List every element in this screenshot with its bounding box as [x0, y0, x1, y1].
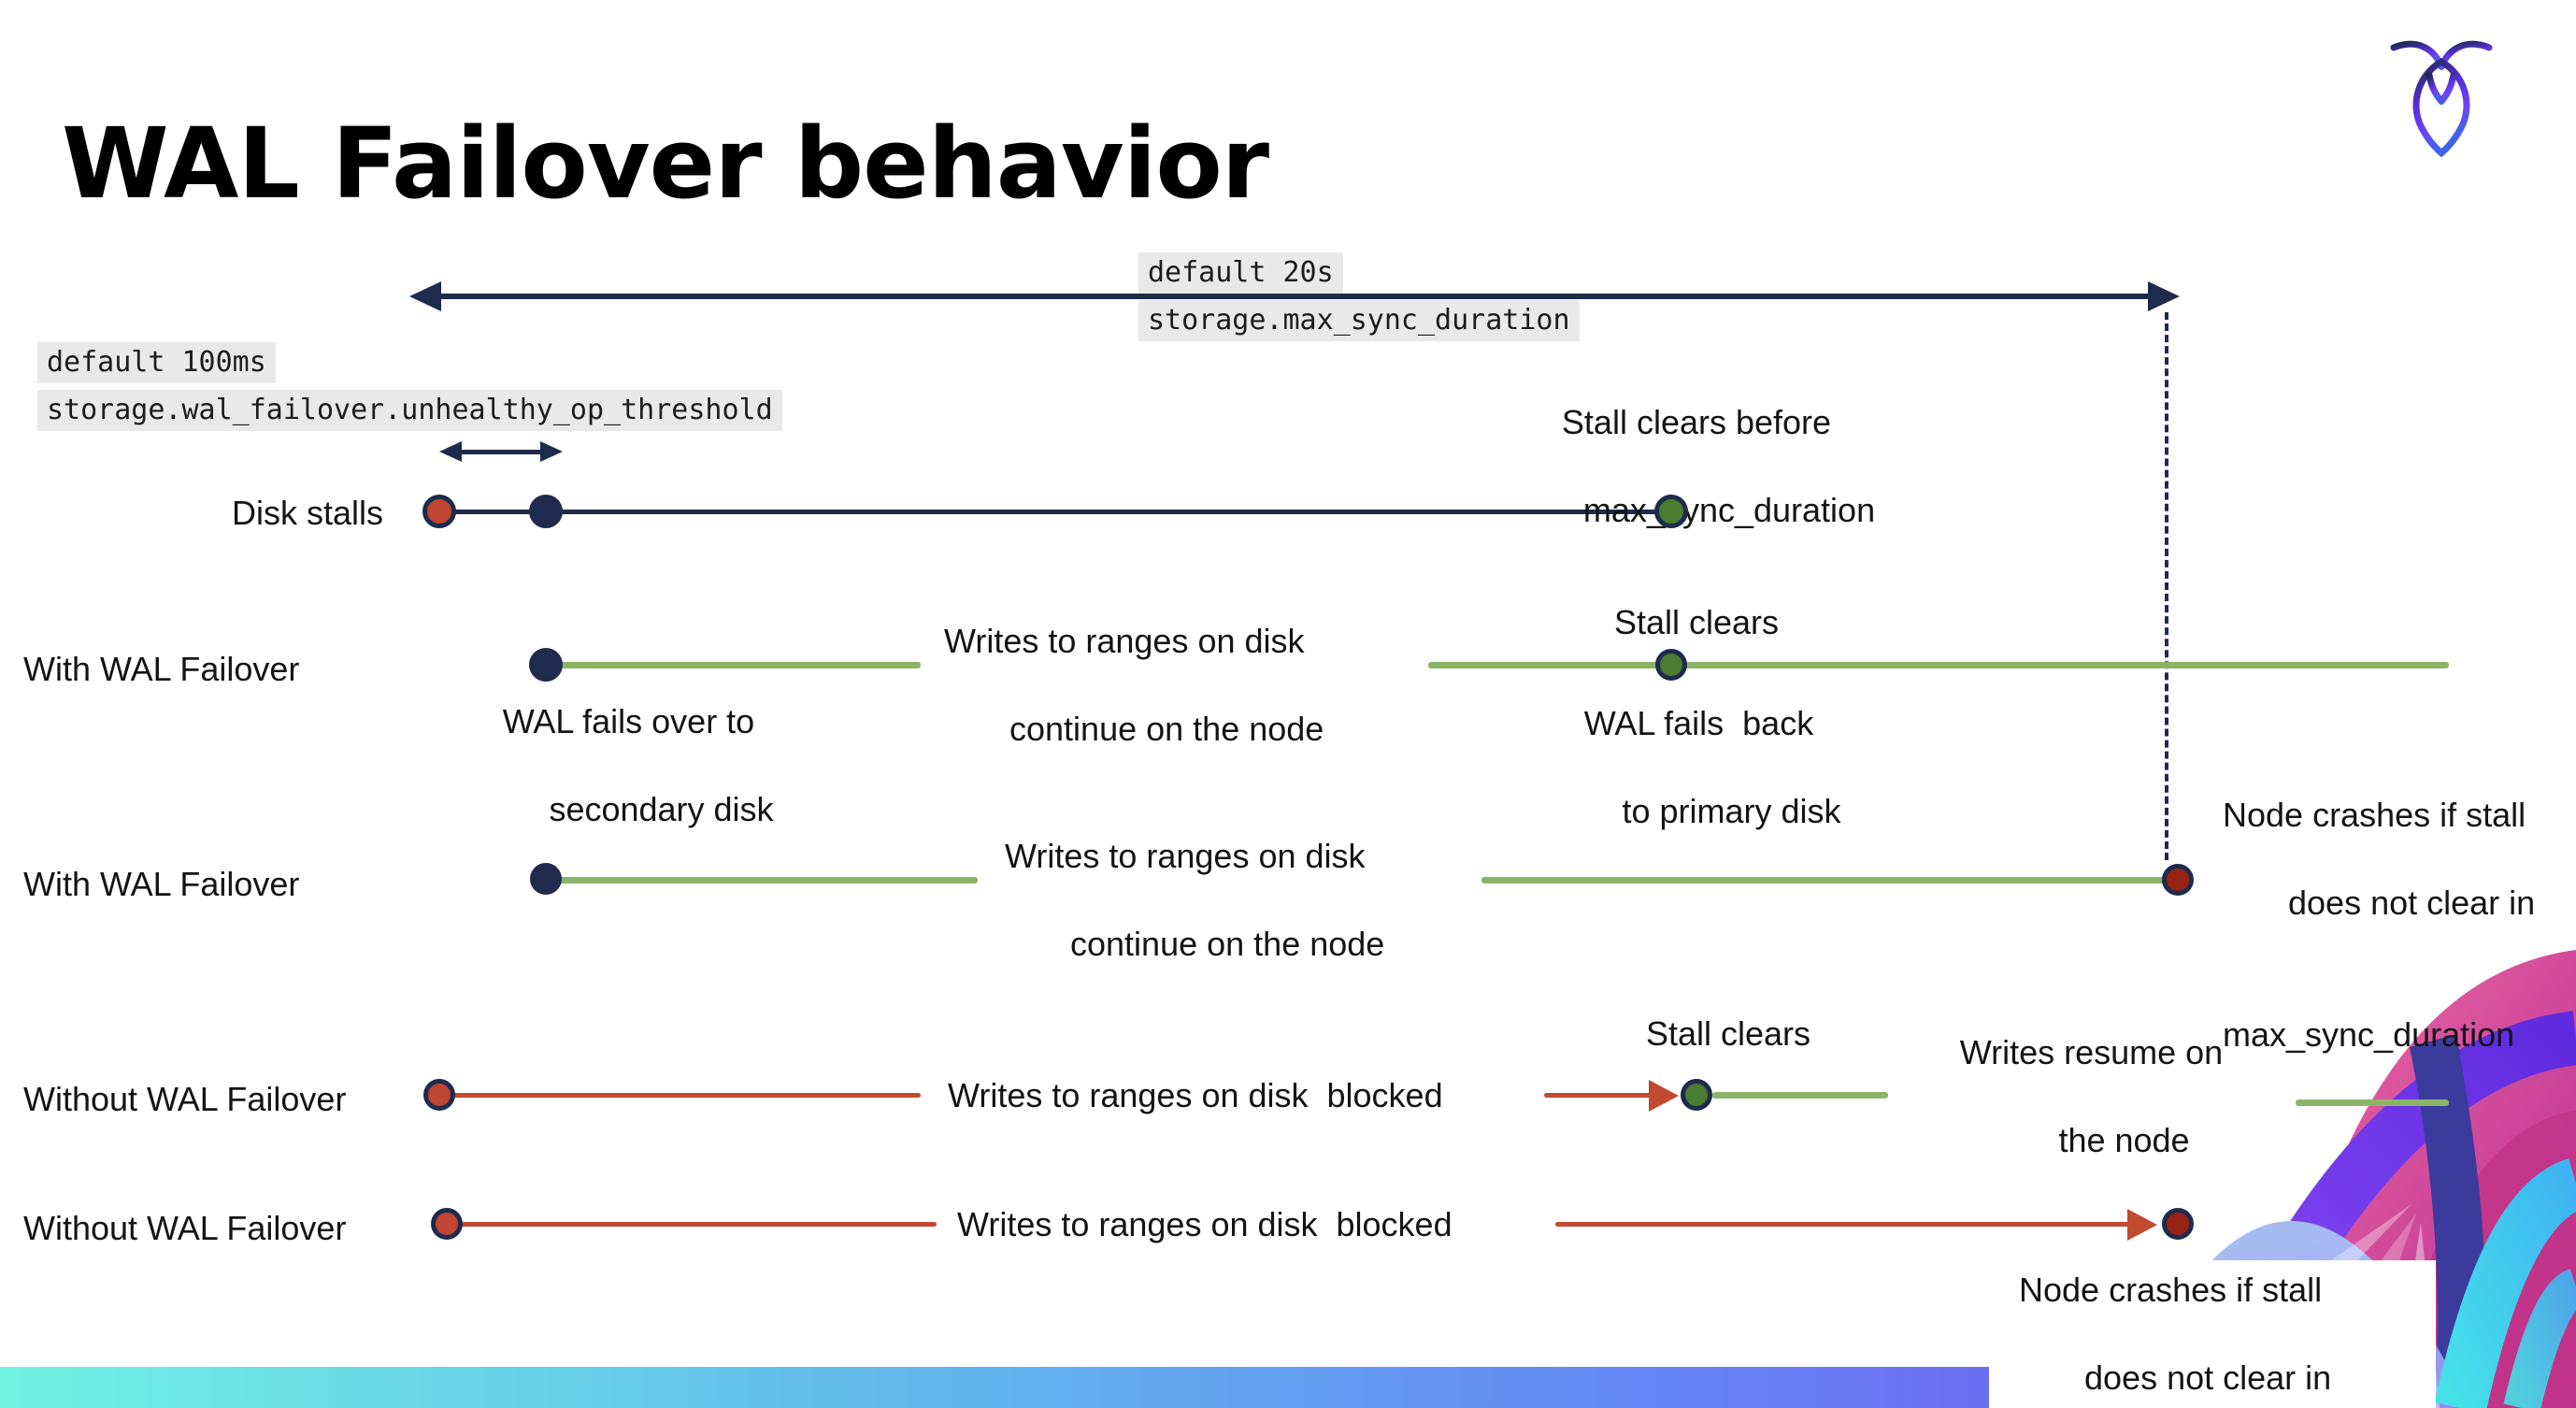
- writes-blocked-arrow-line: [1544, 1093, 1658, 1098]
- writes-continue-text: Writes to ranges on disk continue on the…: [1005, 834, 1453, 966]
- page-title: WAL Failover behavior: [62, 106, 1269, 221]
- stall-clears-before-text: Stall clears before max_sync_duration: [1505, 400, 1888, 532]
- stall-start-dot: [422, 495, 456, 528]
- cyan-arc-shape: [2434, 1158, 2576, 1408]
- stall-clear-dot: [1654, 495, 1688, 528]
- writes-continue-line: [555, 877, 978, 884]
- arrow-left-head-icon: [439, 441, 462, 462]
- row-label-without-wal-failover: Without WAL Failover: [23, 1080, 347, 1118]
- row-label-without-wal-failover: Without WAL Failover: [23, 1209, 347, 1247]
- writes-continue-line: [555, 662, 921, 668]
- arrow-right-head-icon: [2148, 281, 2180, 311]
- writes-blocked-text: Writes to ranges on disk blocked: [957, 1205, 1453, 1243]
- node-crash-callout-box: [1989, 1260, 2436, 1408]
- max-sync-deadline-dashed-line: [2165, 312, 2168, 860]
- writes-continue-text: Writes to ranges on disk continue on the…: [944, 619, 1393, 751]
- threshold-arrow-line: [460, 450, 542, 454]
- failover-dot: [529, 648, 563, 682]
- max-sync-setting-label: storage.max_sync_duration: [1138, 300, 1580, 341]
- wal-fails-back-line2: to primary disk: [1622, 792, 1841, 830]
- failover-dot: [530, 863, 562, 895]
- arrow-right-head-icon: [2127, 1209, 2157, 1241]
- writes-continue-line: [1428, 662, 2449, 668]
- max-sync-default-label: default 20s: [1138, 252, 1343, 294]
- stall-clear-dot: [1681, 1079, 1712, 1111]
- writes-resume-line1: Writes resume on: [1959, 1033, 2224, 1071]
- row-label-with-wal-failover: With WAL Failover: [23, 865, 300, 903]
- row-label-with-wal-failover: With WAL Failover: [23, 650, 300, 688]
- node-crash-text: Node crashes if stall does not clear in …: [2223, 793, 2576, 1056]
- node-crash-line3: max_sync_duration: [2223, 1015, 2515, 1054]
- disk-stall-timeline-line: [439, 510, 1671, 514]
- writes-resume-line: [2296, 1099, 2449, 1106]
- stall-start-dot: [423, 1079, 455, 1111]
- writes-resume-line2: the node: [2058, 1121, 2190, 1159]
- node-crash-text: Node crashes if stall does not clear in …: [2019, 1268, 2430, 1408]
- writes-blocked-line: [458, 1222, 937, 1227]
- wal-fails-back-text: WAL fails back to primary disk: [1528, 701, 1869, 833]
- cockroachdb-logo-icon: [2390, 40, 2493, 157]
- wal-fails-back-line1: WAL fails back: [1583, 704, 1814, 742]
- arrow-right-head-icon: [1649, 1080, 1679, 1112]
- node-crash-line2: does not clear in: [2084, 1358, 2332, 1397]
- stall-clears-before-line2: max_sync_duration: [1582, 491, 1876, 529]
- threshold-setting-label: storage.wal_failover.unhealthy_op_thresh…: [37, 390, 782, 431]
- writes-continue-line2: continue on the node: [1070, 925, 1385, 963]
- writes-blocked-text: Writes to ranges on disk blocked: [948, 1076, 1443, 1114]
- wal-fails-over-line2: secondary disk: [549, 790, 774, 828]
- threshold-default-label: default 100ms: [37, 342, 276, 383]
- node-crash-line2: does not clear in: [2288, 884, 2536, 922]
- writes-continue-line2: continue on the node: [1009, 710, 1324, 748]
- writes-continue-line: [1481, 877, 2165, 884]
- stall-clears-before-line1: Stall clears before: [1561, 403, 1832, 441]
- stall-clears-text: Stall clears: [1645, 1014, 1811, 1053]
- node-crash-line1: Node crashes if stall: [2019, 1271, 2323, 1309]
- cyan-arc-shape: [2503, 1269, 2576, 1408]
- stall-clears-text: Stall clears: [1613, 603, 1780, 641]
- arrow-right-head-icon: [540, 441, 563, 462]
- writes-blocked-arrow-line: [1555, 1222, 2135, 1227]
- writes-continue-line1: Writes to ranges on disk: [944, 622, 1305, 660]
- writes-blocked-line: [439, 1093, 921, 1098]
- node-crash-dot: [2162, 1208, 2194, 1240]
- writes-resume-text: Writes resume on the node: [1935, 1030, 2248, 1162]
- arrow-left-head-icon: [409, 281, 441, 311]
- writes-continue-line1: Writes to ranges on disk: [1005, 837, 1366, 875]
- writes-resume-line: [1712, 1092, 1888, 1099]
- stall-start-dot: [431, 1208, 463, 1240]
- wal-fails-over-line1: WAL fails over to: [502, 702, 755, 740]
- row-label-disk-stalls: Disk stalls: [231, 494, 383, 532]
- node-crash-dot: [2162, 864, 2194, 896]
- max-sync-duration-arrow-line: [439, 294, 2152, 299]
- node-crash-line1: Node crashes if stall: [2223, 796, 2526, 834]
- stall-clear-dot: [1655, 649, 1687, 681]
- wal-fails-over-text: WAL fails over to secondary disk: [439, 699, 818, 831]
- failover-trigger-dot: [529, 495, 563, 528]
